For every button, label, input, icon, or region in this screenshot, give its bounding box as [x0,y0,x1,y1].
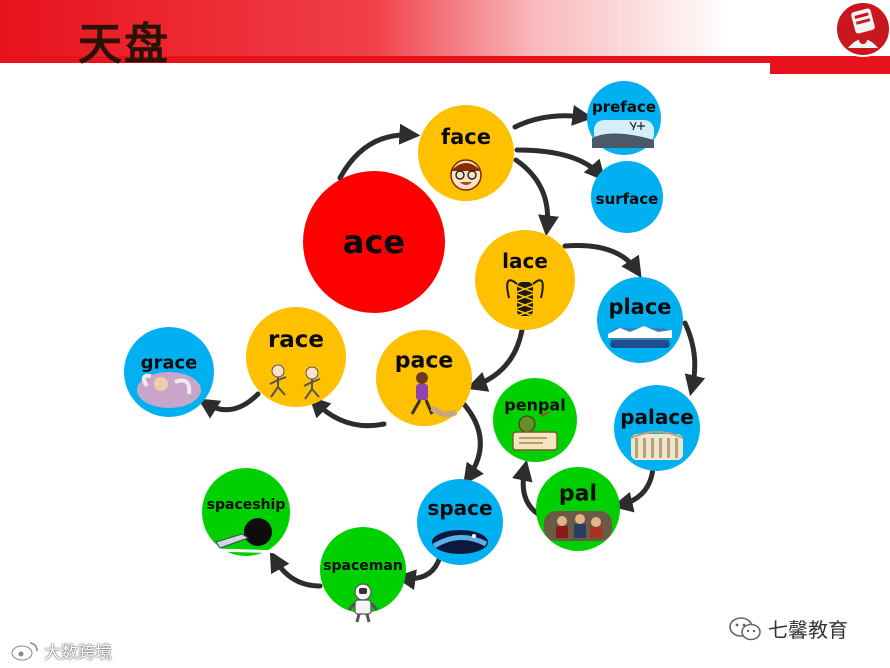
node-label-face: face [441,125,491,149]
node-place: place [597,277,683,363]
node-label-preface: preface [592,98,656,116]
smiling-face-icon [450,159,482,191]
arrow-pal-penpal [512,459,541,517]
node-face: face [418,105,514,201]
walking-person-icon [410,372,458,418]
arrow-place-palace [682,320,706,397]
bottom-watermark-text: 大数跨境 [44,643,112,663]
wechat-icon [729,616,761,640]
wechat-account-name: 七馨教育 [768,618,848,642]
node-label-pace: pace [395,349,454,374]
astronaut-icon [347,583,379,623]
node-ace: ace [303,171,445,313]
arrow-face-lace [513,157,559,237]
node-circle-spaceman [320,527,406,613]
node-race: race [246,307,346,407]
banner-gradient [0,0,890,56]
book-preface-icon [592,120,654,148]
palace-hall-icon [630,431,684,460]
node-circle-surface [591,161,663,233]
weibo-icon [10,641,38,661]
arrow-spaceman-spaceship [269,550,323,589]
friends-painting-icon [544,511,612,541]
node-label-ace: ace [343,223,405,261]
node-label-place: place [608,295,671,319]
arrow-pace-space [460,400,484,485]
node-circle-race [246,307,346,407]
node-label-lace: lace [502,249,548,273]
node-label-palace: palace [620,405,694,429]
angel-painting-icon [137,372,201,408]
school-emblem-icon [835,1,890,57]
spaceship-icon [211,518,287,554]
wechat-watermark: 七馨教育 [728,614,848,643]
slide-header: 天盘 [0,0,890,75]
banner-red-stripe [0,56,890,63]
running-race-icon [269,364,321,400]
node-lace: lace [475,230,575,330]
arrows-layer [197,105,706,591]
node-label-space: space [427,496,492,520]
arrow-ace-face [337,123,421,181]
node-label-pal: pal [559,482,597,507]
arrow-lace-place [562,243,642,279]
seaside-town-icon [608,326,672,348]
arrow-lace-pace [466,327,525,392]
arrow-palace-pal [611,465,656,513]
node-circle-place [597,277,683,363]
writing-letter-icon [512,411,558,451]
node-label-grace: grace [141,353,198,374]
arrow-race-grace [197,391,261,419]
node-label-spaceman: spaceman [323,558,403,574]
node-spaceship: spaceship [202,468,290,556]
node-label-spaceship: spaceship [207,497,286,513]
pictures-layer [137,120,684,623]
node-surface: surface [591,161,663,233]
node-spaceman: spaceman [320,527,406,613]
node-label-penpal: penpal [504,396,565,415]
arrow-pace-race [309,396,387,429]
arrow-face-preface [512,105,594,130]
bottom-watermark: 大数跨境 [10,638,112,663]
node-label-race: race [268,327,324,353]
arrow-face-surface [514,147,606,182]
slide-title: 天盘 [78,19,170,70]
header-banner [0,0,890,74]
node-circle-face [418,105,514,201]
earth-space-icon [432,530,488,554]
node-circle-ace [303,171,445,313]
node-label-surface: surface [596,190,659,208]
arrow-space-spaceman [394,554,443,591]
shoelace-icon [506,279,544,317]
node-circle-lace [475,230,575,330]
banner-red-tab [770,63,890,74]
